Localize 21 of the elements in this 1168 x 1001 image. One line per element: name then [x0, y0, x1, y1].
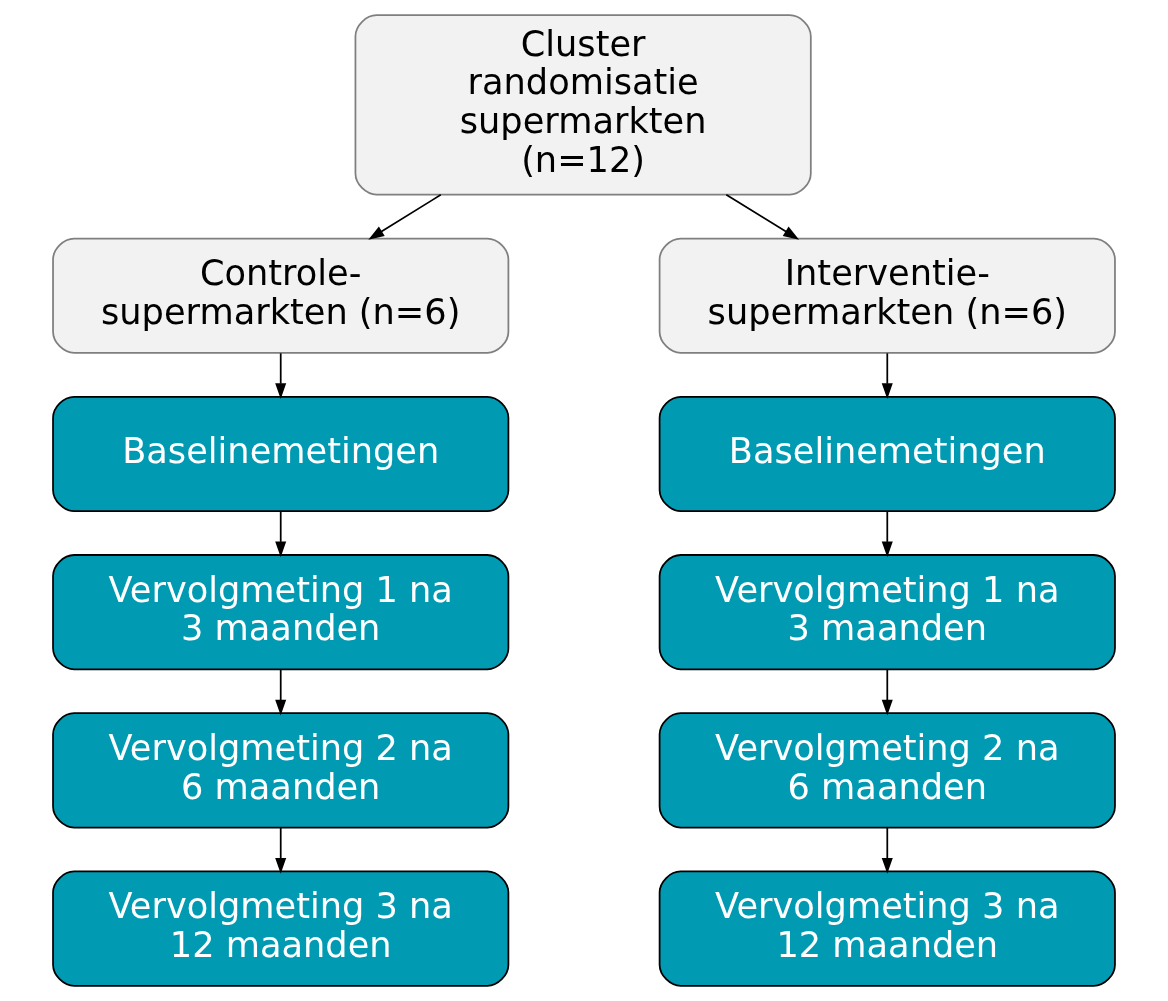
arrow [368, 193, 442, 240]
node-box: Vervolgmeting 3 na 12 maanden [658, 870, 1116, 987]
node-box: Vervolgmeting 2 na 6 maanden [658, 712, 1116, 829]
arrow [275, 668, 287, 716]
arrow [881, 668, 893, 716]
node-box: Vervolgmeting 1 na 3 maanden [658, 554, 1116, 671]
arrow [275, 352, 287, 400]
node-box: Vervolgmeting 2 na 6 maanden [52, 712, 510, 829]
node-box: Vervolgmeting 1 na 3 maanden [52, 554, 510, 671]
node-box: Baselinemetingen [658, 395, 1116, 512]
arrow [881, 510, 893, 558]
arrow [881, 352, 893, 400]
node-box: Vervolgmeting 3 na 12 maanden [52, 870, 510, 987]
arrow [275, 827, 287, 874]
node-box: Baselinemetingen [52, 395, 510, 512]
node-box: Cluster randomisatie supermarkten (n=12) [354, 14, 812, 196]
arrow [725, 193, 800, 240]
arrow [275, 510, 287, 558]
node-box: Interventie- supermarkten (n=6) [658, 237, 1116, 354]
arrow [881, 827, 893, 874]
node-box: Controle- supermarkten (n=6) [52, 237, 510, 354]
